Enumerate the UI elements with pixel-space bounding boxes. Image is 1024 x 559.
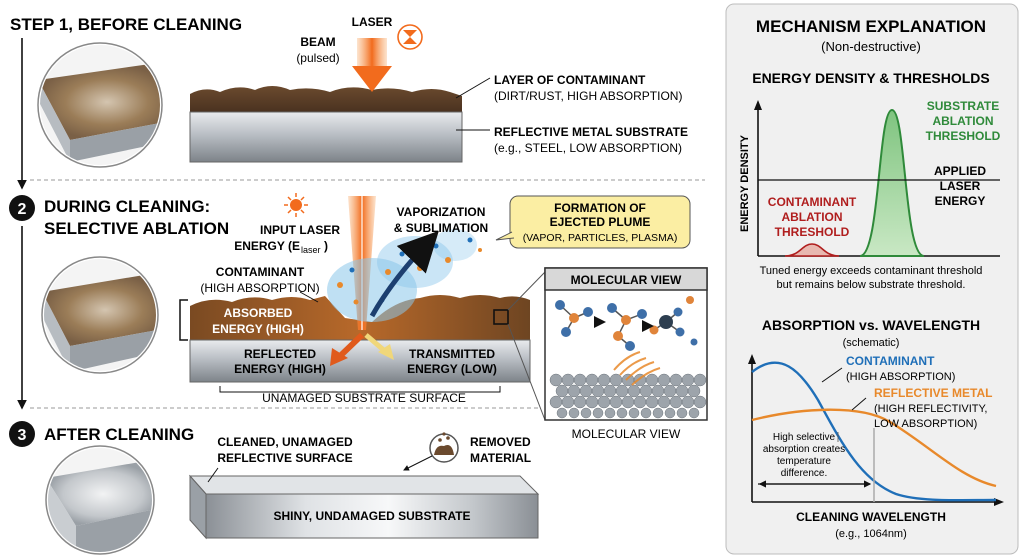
energy-chart [754, 100, 1000, 257]
input-energy-subscript: laser [301, 245, 321, 255]
step1-title: STEP 1, BEFORE CLEANING [10, 15, 242, 34]
removed-label-1: REMOVED [470, 435, 531, 449]
step2-contaminant-sub: (HIGH ABSORPTION) [200, 281, 319, 295]
mechanism-title: MECHANISM EXPLANATION [756, 17, 986, 36]
reflected-label-2: ENERGY (HIGH) [234, 362, 326, 376]
pulse-icon [397, 24, 423, 50]
input-energy-label-2: ENERGY (E [234, 239, 300, 253]
laser-sun-icon [284, 193, 308, 217]
absorption-chart-subtitle: (schematic) [843, 337, 900, 349]
mechanism-subtitle: (Non-destructive) [821, 39, 921, 54]
applied-energy-3: ENERGY [935, 194, 986, 208]
applied-energy-2: LASER [940, 179, 981, 193]
series-contaminant-sub: (HIGH ABSORPTION) [846, 371, 955, 383]
series-metal-sub-1: (HIGH REFLECTIVITY, [874, 403, 987, 415]
step3-number-badge [9, 421, 35, 447]
step1-substrate-sub: (e.g., STEEL, LOW ABSORPTION) [494, 141, 682, 155]
surface-label: UNAMAGED SUBSTRATE SURFACE [262, 391, 466, 405]
input-energy-close: ) [324, 239, 328, 253]
substrate-threshold-1: SUBSTRATE [927, 99, 999, 113]
molecular-view-panel [544, 267, 708, 421]
step1-laser-sub: (pulsed) [296, 51, 339, 65]
substrate-threshold-2: ABLATION [932, 114, 993, 128]
contaminant-threshold-3: THRESHOLD [775, 225, 850, 239]
series-metal-label: REFLECTIVE METAL [874, 386, 992, 400]
callout-4: difference. [781, 468, 828, 479]
step2-number: 2 [18, 201, 27, 218]
cleaned-label-1: CLEANED, UNAMAGED [217, 435, 353, 449]
step2-title-2: SELECTIVE ABLATION [44, 219, 229, 238]
step1-contaminant-title: LAYER OF CONTAMINANT [494, 73, 646, 87]
plume-callout [495, 195, 691, 249]
transmitted-label-1: TRANSMITTED [409, 347, 495, 361]
applied-energy-1: APPLIED [934, 164, 986, 178]
energy-y-label: ENERGY DENSITY [739, 134, 751, 232]
vaporization-label-2: & SUBLIMATION [394, 221, 488, 235]
substrate-threshold-3: THRESHOLD [926, 129, 1001, 143]
plume-sub: (VAPOR, PARTICLES, PLASMA) [523, 232, 678, 244]
step2-bracket [179, 299, 188, 341]
molecular-view-caption: MOLECULAR VIEW [572, 427, 681, 441]
cleaned-label-2: REFLECTIVE SURFACE [217, 451, 352, 465]
energy-note-2: but remains below substrate threshold. [777, 279, 966, 291]
series-contaminant-label: CONTAMINANT [846, 354, 935, 368]
step1-substrate-title: REFLECTIVE METAL SUBSTRATE [494, 125, 688, 139]
step3-title: AFTER CLEANING [44, 425, 194, 444]
callout-3: temperature [777, 456, 831, 467]
absorption-chart-title: ABSORPTION vs. WAVELENGTH [762, 317, 980, 333]
step3-sample-thumbnail [45, 445, 155, 555]
reflected-label-1: REFLECTED [244, 347, 316, 361]
step2-contaminant-title: CONTAMINANT [216, 265, 305, 279]
step3-number: 3 [18, 427, 27, 444]
step1-laser-beam [352, 38, 392, 92]
step2-number-badge [9, 195, 35, 221]
step1-substrate-block [189, 86, 463, 163]
step3-clean-block [188, 474, 540, 540]
plume-label-2: EJECTED PLUME [550, 215, 651, 229]
absorption-x-sub: (e.g., 1064nm) [835, 528, 907, 540]
vaporization-label-1: VAPORIZATION [397, 205, 486, 219]
plume-label-1: FORMATION OF [554, 201, 646, 215]
energy-note-1: Tuned energy exceeds contaminant thresho… [760, 265, 983, 277]
mechanism-panel [725, 3, 1019, 555]
step1-laser-label-2: BEAM [300, 35, 335, 49]
series-metal-sub-2: LOW ABSORPTION) [874, 418, 977, 430]
removed-label-2: MATERIAL [470, 451, 531, 465]
absorption-x-label: CLEANING WAVELENGTH [796, 510, 946, 524]
step1-contaminant-sub: (DIRT/RUST, HIGH ABSORPTION) [494, 89, 682, 103]
energy-arrows [330, 332, 394, 366]
callout-1: High selective [773, 432, 836, 443]
absorbed-label-2: ENERGY (HIGH) [212, 322, 304, 336]
callout-2: absorption creates [763, 444, 845, 455]
absorption-chart [748, 354, 1004, 506]
step2-substrate-block [189, 271, 546, 421]
shiny-substrate-label: SHINY, UNDAMAGED SUBSTRATE [273, 509, 470, 523]
transmitted-label-2: ENERGY (LOW) [407, 362, 497, 376]
timeline [17, 38, 705, 410]
removed-material-icon [429, 432, 459, 463]
step1-laser-label-1: LASER [352, 15, 393, 29]
step1-sample-thumbnail [37, 42, 163, 168]
ejected-plume [327, 229, 482, 322]
energy-chart-title: ENERGY DENSITY & THRESHOLDS [752, 70, 990, 86]
absorbed-label-1: ABSORBED [224, 306, 293, 320]
contaminant-threshold-2: ABLATION [781, 210, 842, 224]
input-energy-label-1: INPUT LASER [260, 223, 340, 237]
molecular-view-title: MOLECULAR VIEW [571, 273, 682, 287]
contaminant-threshold-1: CONTAMINANT [768, 195, 857, 209]
step2-sample-thumbnail [41, 256, 159, 374]
step2-title-1: DURING CLEANING: [44, 197, 210, 216]
